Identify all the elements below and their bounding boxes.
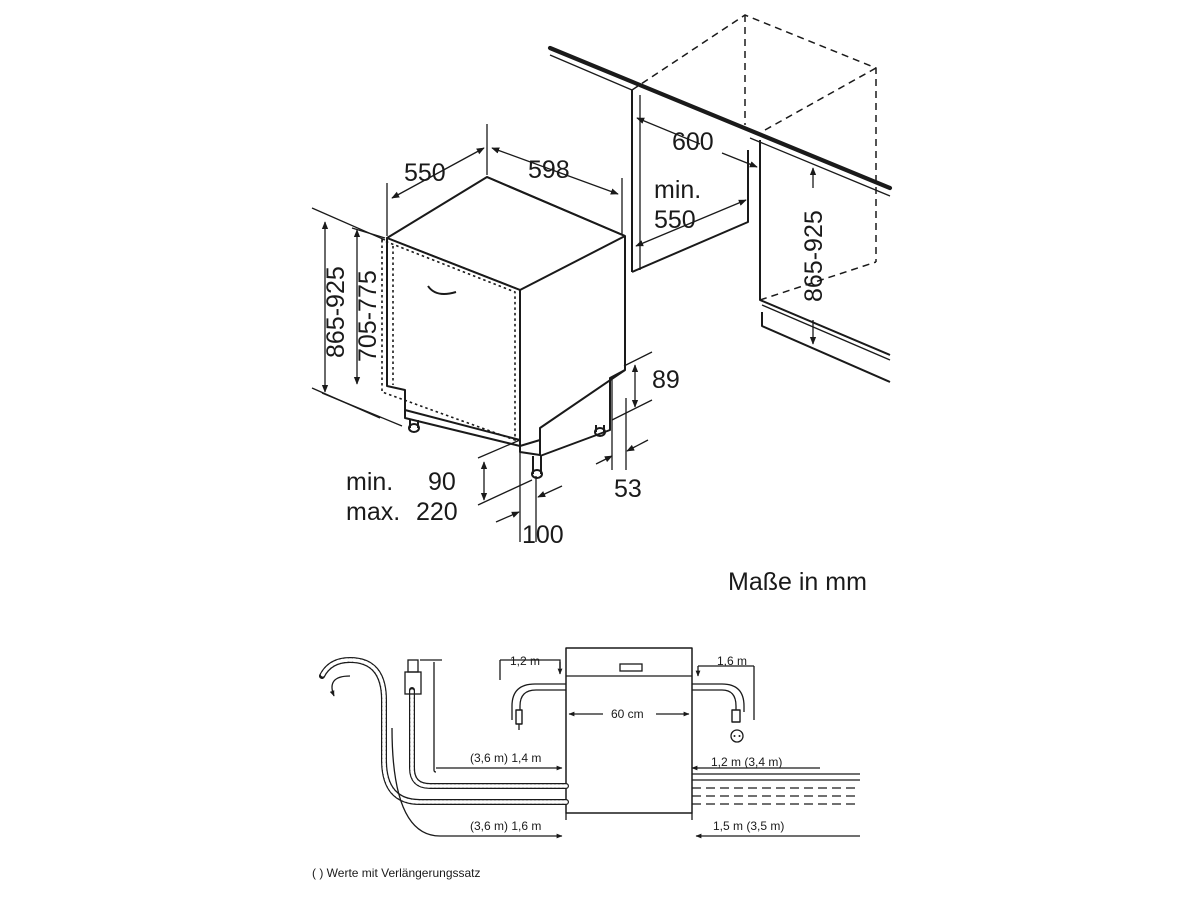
- appliance-top-right-edge: [519, 235, 626, 291]
- label-niche-depth-value: 550: [654, 206, 696, 234]
- units-label: Maße in mm: [728, 568, 867, 596]
- foot-front-stem: [532, 456, 542, 474]
- label-niche-height: 865-925: [800, 210, 828, 302]
- label-foot-max: max.: [346, 498, 400, 526]
- arrow-100-right: [537, 485, 563, 498]
- niche-isometric: [547, 14, 893, 383]
- appliance-display: [619, 663, 643, 672]
- foot-right-stem: [595, 425, 605, 432]
- drain-hose-pattern: [320, 658, 568, 804]
- arrow-depth: [391, 147, 485, 199]
- appliance-isometric: [311, 176, 626, 479]
- arrow-niche-width-left: [636, 117, 701, 145]
- label-foot-max-value: 220: [416, 498, 458, 526]
- dim-plinth: 89: [611, 351, 680, 421]
- niche-plinth-line: [761, 312, 891, 383]
- label-niche-width: 600: [672, 128, 714, 156]
- inlet-hose-length-guide: [433, 662, 437, 773]
- upper-cabinet-dashed-top: [764, 67, 877, 131]
- connection-plan: 60 cm 1,2 m 1,6 m (3,6: [319, 647, 860, 839]
- worktop-lower-left: [549, 54, 633, 91]
- floor-line-left-2: [321, 392, 403, 427]
- ext-line-plinth-top: [623, 351, 653, 367]
- dim-niche-width: 600: [636, 117, 758, 168]
- foot-left-stem: [409, 420, 419, 428]
- plug-left: [515, 709, 523, 725]
- arrow-niche-width-right: [721, 152, 758, 168]
- label-foot-front: 100: [522, 521, 564, 549]
- cable-left-outer: [511, 683, 566, 720]
- socket-hole-left: [733, 735, 736, 737]
- worktop-edge: [547, 45, 893, 191]
- upper-cabinet-dashed: [631, 14, 877, 262]
- plug-right: [731, 709, 741, 723]
- drain-hose-outer: [319, 657, 569, 805]
- arrow-53-left: [595, 455, 613, 465]
- door-handle: [427, 285, 457, 295]
- arrow-width: [491, 147, 619, 195]
- label-inlet-left: (3,6 m) 1,4 m: [470, 751, 541, 765]
- label-right-cable: 1,6 m: [717, 654, 747, 668]
- appliance-plinth-front: [404, 395, 541, 447]
- label-niche-depth-min: min.: [654, 176, 701, 204]
- dim-width: 598: [491, 147, 623, 234]
- dim-foot-height: min. 90 max. 220: [346, 439, 533, 526]
- arrow-53-right: [626, 439, 649, 452]
- label-60cm: 60 cm: [611, 707, 644, 721]
- dim-foot-front: 100: [495, 452, 564, 549]
- appliance-plinth-right: [539, 369, 626, 457]
- ext-line-plinth-bottom: [611, 399, 653, 421]
- label-plinth-depth: 53: [614, 475, 642, 503]
- drain-direction-arrow: [329, 675, 351, 697]
- label-drain-left: (3,6 m) 1,6 m: [470, 819, 541, 833]
- socket-icon: [730, 729, 744, 743]
- cable-right-outer: [692, 683, 745, 712]
- dim-depth: 550: [386, 124, 488, 236]
- ext-line-door-top: [351, 227, 386, 239]
- arrow-100-left: [495, 511, 520, 523]
- ext-line-foot-bottom: [477, 479, 533, 506]
- label-depth: 550: [404, 159, 446, 187]
- dim-plinth-depth: 53: [595, 378, 649, 503]
- label-plinth: 89: [652, 366, 680, 394]
- label-foot-min-value: 90: [428, 468, 456, 496]
- arrow-niche-depth: [635, 199, 747, 247]
- label-inlet-right: 1,2 m (3,4 m): [711, 755, 782, 769]
- label-door-height: 705-775: [354, 270, 382, 362]
- door-outline-dotted: [381, 238, 516, 442]
- dim-niche-height: 865-925: [800, 167, 828, 345]
- label-height-range: 865-925: [322, 266, 350, 358]
- dim-niche-depth: min. 550: [635, 166, 749, 247]
- label-left-cable: 1,2 m: [510, 654, 540, 668]
- upper-cabinet-dashed-bottom: [759, 261, 877, 301]
- appliance-front-view: [565, 647, 693, 814]
- cable-left-inner: [519, 689, 566, 710]
- cable-right-inner: [692, 689, 737, 710]
- appliance-feet: [565, 813, 693, 820]
- ext-line-foot-top: [477, 439, 521, 459]
- niche-floor-line: [761, 304, 891, 361]
- arrow-drain-left: [391, 727, 563, 839]
- inlet-hose-pattern: [410, 688, 568, 788]
- label-drain-right: 1,5 m (3,5 m): [713, 819, 784, 833]
- dim-heights-left: 865-925 705-775: [321, 221, 386, 393]
- worktop-lower-right: [749, 137, 891, 197]
- socket-hole-right: [738, 735, 741, 737]
- footnote: ( ) Werte mit Verlängerungssatz: [312, 866, 481, 880]
- label-foot-min: min.: [346, 468, 393, 496]
- aquastop-connector: [407, 659, 419, 673]
- label-width: 598: [528, 156, 570, 184]
